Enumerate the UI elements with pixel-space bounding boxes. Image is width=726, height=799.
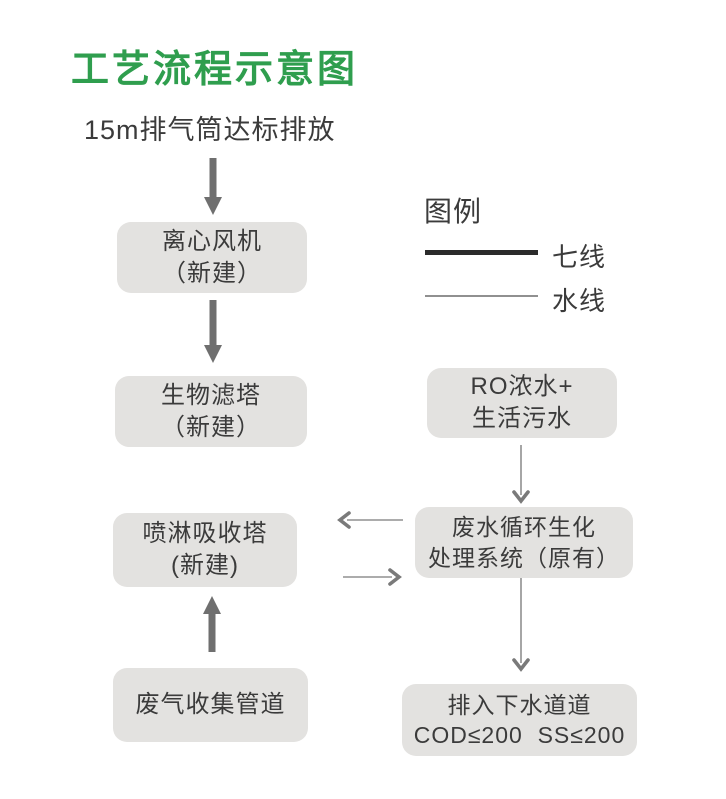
box-spray-absorption-tower: 喷淋吸收塔 (新建) xyxy=(113,513,297,587)
box-label-line: 生活污水 xyxy=(472,405,572,432)
arrow-down-wastewater-to-sewer-icon xyxy=(512,578,530,672)
box-exhaust-gas-collection: 废气收集管道 xyxy=(113,668,308,742)
stack-emission-label: 15m排气筒达标排放 xyxy=(84,115,336,145)
box-bio-filter-tower: 生物滤塔 （新建） xyxy=(115,376,307,447)
box-label-line: RO浓水+ xyxy=(470,373,574,401)
box-label-line: （新建） xyxy=(161,413,261,441)
arrow-right-spray-to-wastewater-icon xyxy=(343,568,402,586)
arrow-down-fan-to-biofilter-icon xyxy=(204,300,222,363)
box-centrifugal-fan: 离心风机 （新建） xyxy=(117,222,307,293)
legend-gas-line-label: 七线 xyxy=(552,242,607,272)
box-label-line: 生物滤塔 xyxy=(161,381,261,409)
arrow-down-stack-to-fan-icon xyxy=(204,158,222,215)
box-label-line: 废气收集管道 xyxy=(135,691,286,719)
legend-title: 图例 xyxy=(424,196,483,227)
page-title: 工艺流程示意图 xyxy=(71,49,359,91)
legend-water-line-sample xyxy=(425,295,538,297)
box-wastewater-treatment-system: 废水循环生化 处理系统（原有） xyxy=(415,507,633,578)
arrow-up-gas-collection-to-spray-icon xyxy=(203,596,221,652)
box-label-line: （新建） xyxy=(162,259,262,287)
arrow-left-wastewater-to-spray-icon xyxy=(337,511,403,529)
box-ro-concentrate: RO浓水+ 生活污水 xyxy=(427,368,617,438)
box-label-line: 处理系统（原有） xyxy=(428,544,620,571)
box-sewer-discharge: 排入下水道道 COD≤200 SS≤200 xyxy=(402,684,637,756)
box-label-line: 排入下水道道 xyxy=(447,691,592,718)
box-label-line: (新建) xyxy=(171,552,239,579)
box-label-line: 喷淋吸收塔 xyxy=(142,520,268,548)
legend-gas-line-sample xyxy=(425,250,538,255)
box-label-line: 离心风机 xyxy=(162,227,262,255)
arrow-down-ro-to-wastewater-icon xyxy=(512,445,530,504)
legend-water-line-label: 水线 xyxy=(552,286,607,316)
box-label-line: 废水循环生化 xyxy=(452,514,596,541)
box-label-line: COD≤200 SS≤200 xyxy=(413,722,626,748)
